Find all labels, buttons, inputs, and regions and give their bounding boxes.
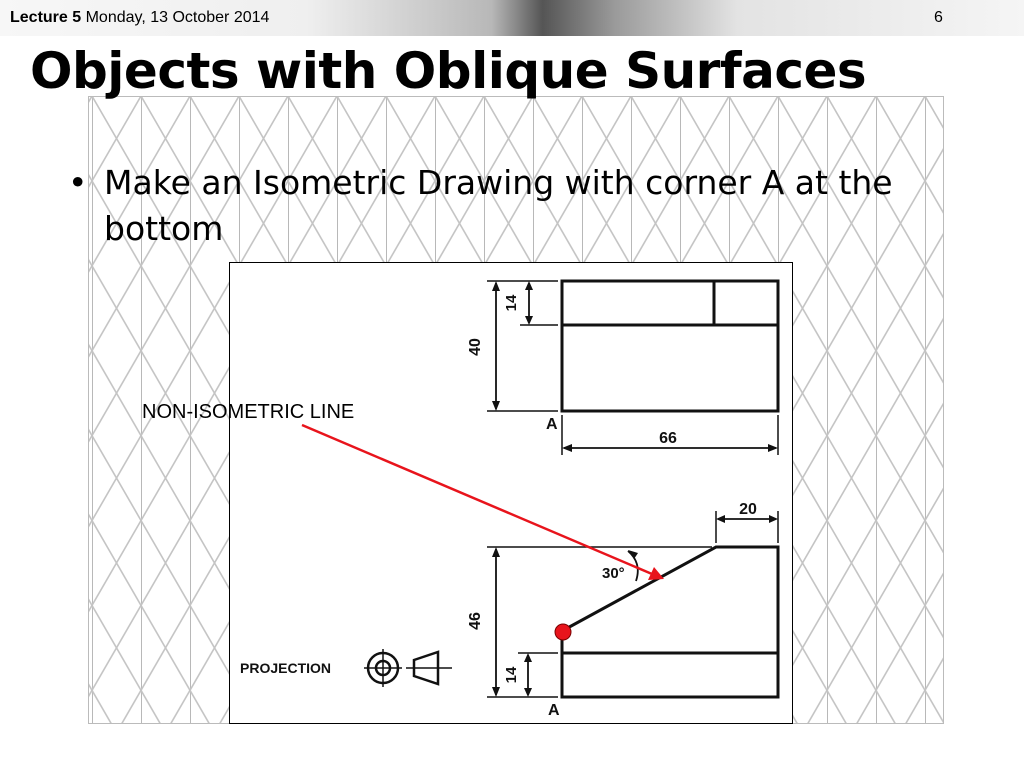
front-view: 40 14 66 A bbox=[467, 279, 780, 455]
projection-label: PROJECTION bbox=[240, 660, 331, 676]
arrow-20-right bbox=[769, 515, 778, 523]
dim-label-40: 40 bbox=[467, 338, 484, 356]
lecture-label: Lecture 5 bbox=[10, 9, 82, 26]
corner-label-a-side: A bbox=[548, 702, 560, 719]
bullet-dot: • bbox=[68, 163, 88, 202]
dim-label-14-top: 14 bbox=[503, 294, 520, 311]
arrow-14-bottom bbox=[525, 316, 533, 325]
arrow-40-top bbox=[492, 281, 500, 291]
orthographic-drawing: 40 14 66 A bbox=[229, 262, 793, 724]
drawing-svg: 40 14 66 A bbox=[240, 279, 780, 719]
lecture-date: Monday, 13 October 2014 bbox=[85, 9, 270, 26]
dim-label-66: 66 bbox=[659, 430, 677, 447]
corner-label-a-front: A bbox=[546, 416, 558, 433]
projection-frustum bbox=[412, 650, 440, 686]
page-number: 6 bbox=[934, 9, 943, 26]
side-view: 20 46 14 bbox=[467, 501, 780, 719]
arrow-14-top bbox=[525, 281, 533, 290]
header-lecture: Lecture 5 Monday, 13 October 2014 bbox=[10, 9, 269, 27]
angle-label-30: 30° bbox=[602, 565, 625, 582]
arrow-46-bottom bbox=[492, 687, 500, 697]
dim-label-20: 20 bbox=[739, 501, 757, 518]
slide-header: Lecture 5 Monday, 13 October 2014 6 bbox=[0, 0, 1024, 36]
arrow-66-left bbox=[562, 444, 572, 452]
dim-label-46: 46 bbox=[467, 612, 484, 630]
arrow-46-top bbox=[492, 547, 500, 557]
arrow-40-bottom bbox=[492, 401, 500, 411]
arrow-14b-bottom bbox=[524, 688, 532, 697]
arrow-14b-top bbox=[524, 653, 532, 662]
slide-title: Objects with Oblique Surfaces bbox=[30, 42, 867, 100]
projection-symbol: PROJECTION bbox=[240, 649, 452, 687]
front-view-outline bbox=[560, 279, 780, 413]
annotation-label: NON-ISOMETRIC LINE bbox=[142, 401, 355, 423]
arrow-20-left bbox=[716, 515, 725, 523]
dim-label-14-bottom: 14 bbox=[503, 666, 520, 683]
bullet-text: Make an Isometric Drawing with corner A … bbox=[104, 163, 893, 248]
side-view-outline bbox=[560, 545, 780, 699]
arrow-66-right bbox=[768, 444, 778, 452]
